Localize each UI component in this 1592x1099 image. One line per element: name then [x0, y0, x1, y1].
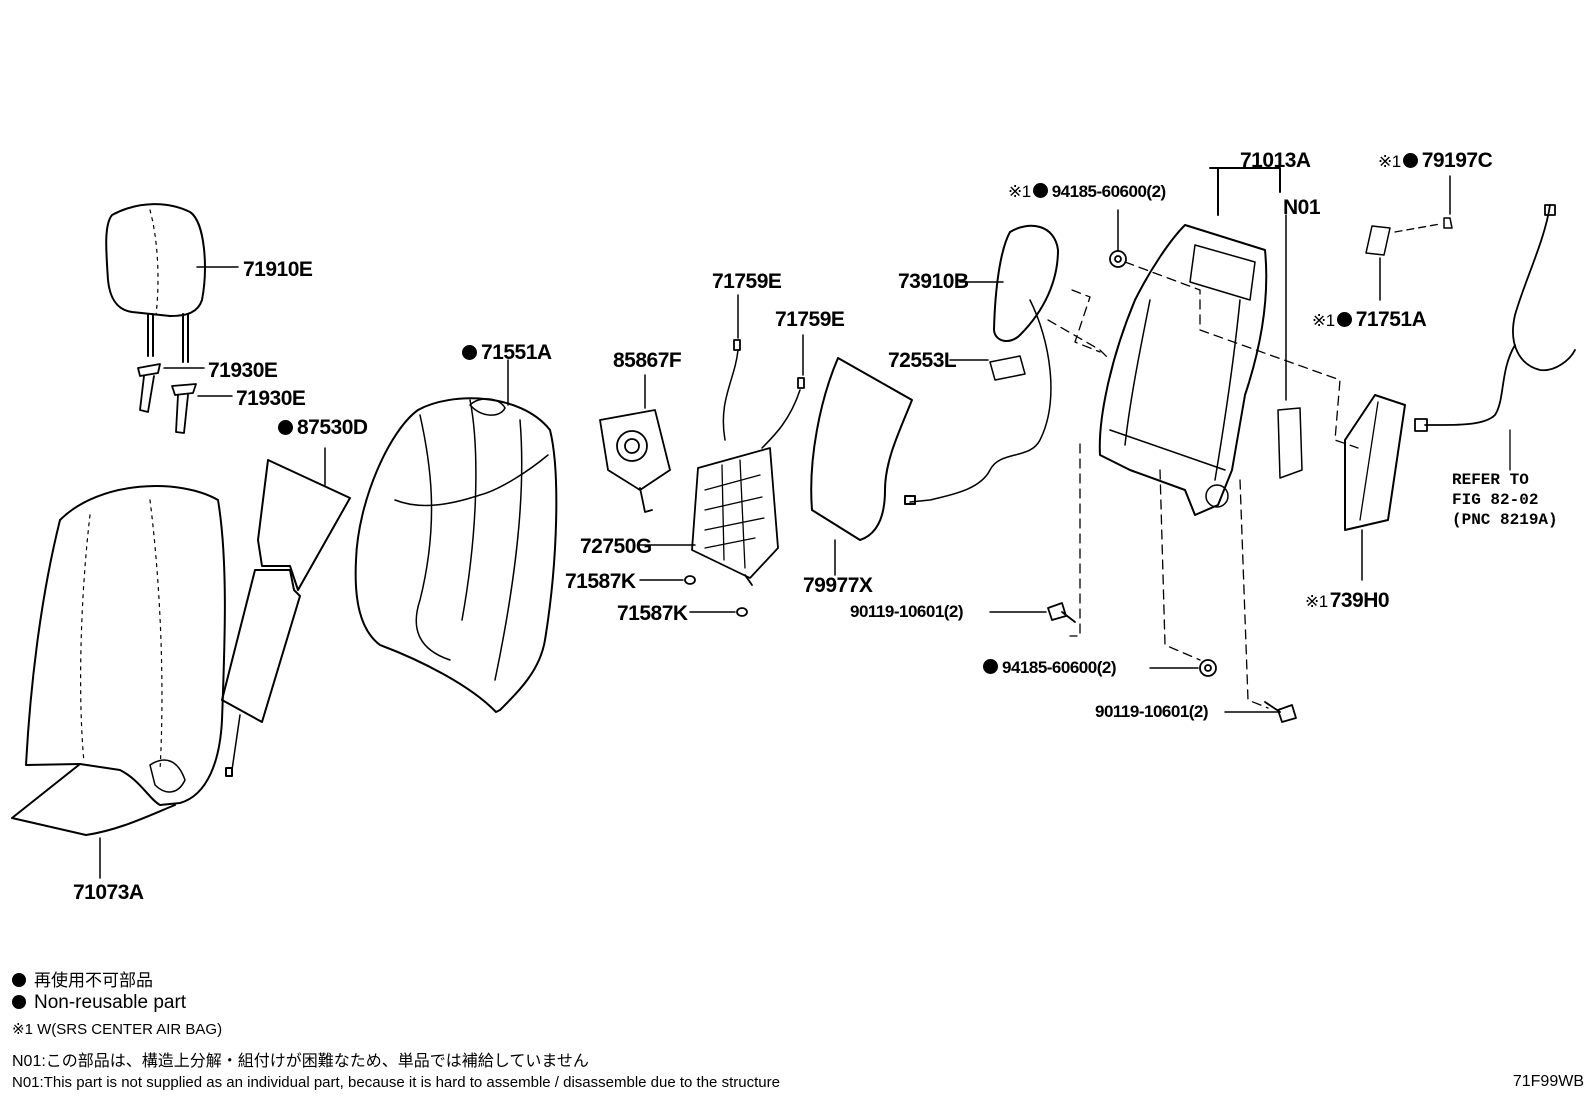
non-reusable-dot: [12, 973, 26, 987]
legend-n01-jp: N01:この部品は、構造上分解・組付けが困難なため、単品では補給していません: [12, 1053, 589, 1070]
part-label-94185-60600-bottom: 94185-60600(2): [983, 659, 1116, 676]
part-label-71073A: 71073A: [73, 881, 144, 904]
refer-line-2: FIG 82-02: [1452, 491, 1539, 509]
non-reusable-dot: [1032, 183, 1048, 198]
part-label-71013A: 71013A: [1240, 149, 1311, 172]
fasteners-drawing: [989, 209, 1297, 723]
part-label-79977X: 79977X: [803, 574, 873, 597]
part-label-87530D: 87530D: [278, 417, 368, 438]
seatback-frame-drawing: [1098, 167, 1303, 516]
non-reusable-dot: [1336, 312, 1352, 327]
side-airbag-drawing: [904, 224, 1059, 505]
seatback-cover-drawing: [11, 485, 226, 879]
part-label-72553L: 72553L: [888, 349, 957, 372]
part-label-71551A: 71551A: [462, 342, 552, 363]
center-airbag-drawing: [1344, 175, 1453, 581]
part-label-71759E-left: 71759E: [712, 270, 782, 293]
part-label-71759E-right: 71759E: [775, 308, 845, 331]
refer-line-3: (PNC 8219A): [1452, 511, 1558, 529]
part-label-71930E-lower: 71930E: [236, 387, 306, 410]
part-label-90119-10601-upper: 90119-10601(2): [850, 602, 964, 621]
part-label-71587K-upper: 71587K: [565, 570, 636, 593]
non-reusable-dot: [462, 345, 477, 360]
part-label-73910B: 73910B: [898, 270, 969, 293]
legend-nonreusable-en: Non-reusable part: [12, 992, 186, 1014]
refer-note[interactable]: REFER TO FIG 82-02 (PNC 8219A): [1452, 470, 1558, 530]
diagram-code: 71F99WB: [1512, 1073, 1584, 1090]
heater-pad-drawing: [221, 447, 351, 777]
refer-line-1: REFER TO: [1452, 471, 1529, 489]
part-label-71930E-upper: 71930E: [208, 359, 278, 382]
assembly-dashed-lines: [1047, 261, 1359, 709]
headrest-guide-drawing: [137, 363, 233, 434]
legend-n01-en: N01:This part is not supplied as an indi…: [12, 1074, 780, 1091]
non-reusable-dot: [983, 659, 998, 674]
part-label-71587K-lower: 71587K: [617, 602, 688, 625]
legend-note-1: ※1 W(SRS CENTER AIR BAG): [12, 1021, 223, 1038]
wire-harness-drawing: [1414, 204, 1576, 471]
non-reusable-dot: [1402, 153, 1418, 168]
non-reusable-dot: [278, 420, 293, 435]
part-label-739H0: ※1739H0: [1305, 589, 1390, 612]
part-label-85867F: 85867F: [613, 349, 682, 372]
part-label-72750G: 72750G: [580, 535, 652, 558]
headrest-drawing: [105, 203, 239, 363]
seatback-pad-drawing: [354, 359, 558, 713]
part-label-N01: N01: [1283, 196, 1321, 219]
part-label-71910E: 71910E: [243, 258, 313, 281]
seatback-pad-sheet-drawing: [810, 357, 913, 576]
non-reusable-dot: [12, 995, 26, 1009]
legend-nonreusable-jp: 再使用不可部品: [12, 966, 153, 991]
lumbar-support-drawing: [639, 294, 805, 617]
part-label-90119-10601-lower: 90119-10601(2): [1095, 702, 1209, 721]
lumbar-motor-drawing: [599, 374, 671, 513]
